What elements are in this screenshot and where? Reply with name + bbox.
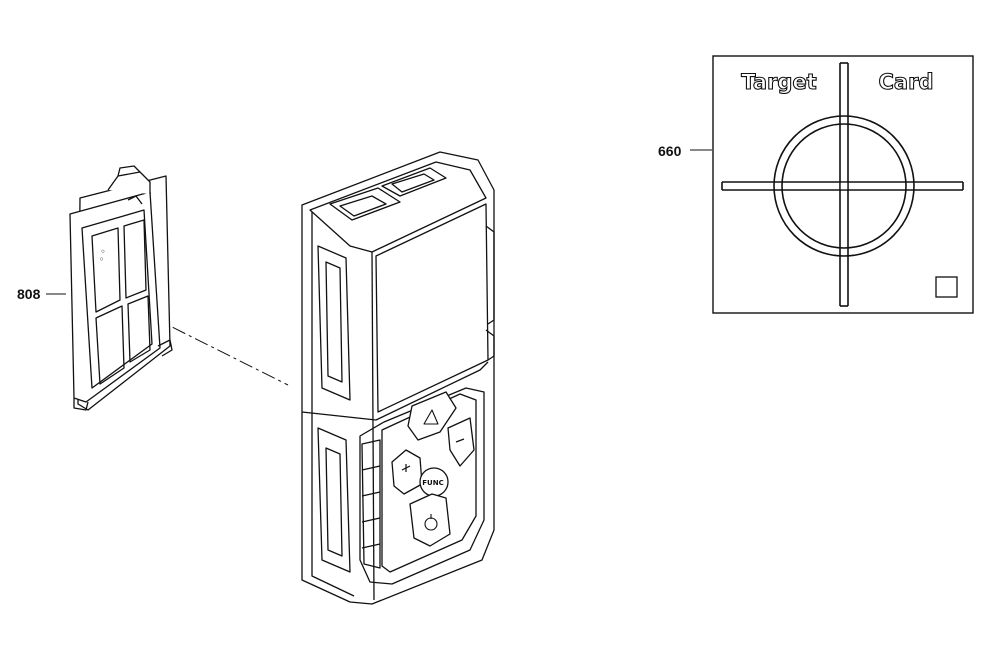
minus-button xyxy=(447,417,475,467)
battery-cover xyxy=(69,165,173,411)
receiver-device xyxy=(301,151,495,605)
up-arrow-icon xyxy=(423,409,439,425)
target-card xyxy=(712,55,974,314)
battery-orientation-mark: ◦ ◦ xyxy=(97,248,108,262)
power-button xyxy=(409,493,451,547)
func-button-label: FUNC xyxy=(422,479,443,487)
callout-660: 660 xyxy=(658,143,682,159)
target-card-border xyxy=(712,55,974,314)
target-card-word-left: Target xyxy=(741,70,816,94)
keypad-buttons xyxy=(391,391,475,547)
target-card-word-right: Card xyxy=(879,70,934,94)
up-button xyxy=(407,391,457,441)
checkbox-square xyxy=(935,276,958,298)
callout-808: 808 xyxy=(17,286,41,302)
